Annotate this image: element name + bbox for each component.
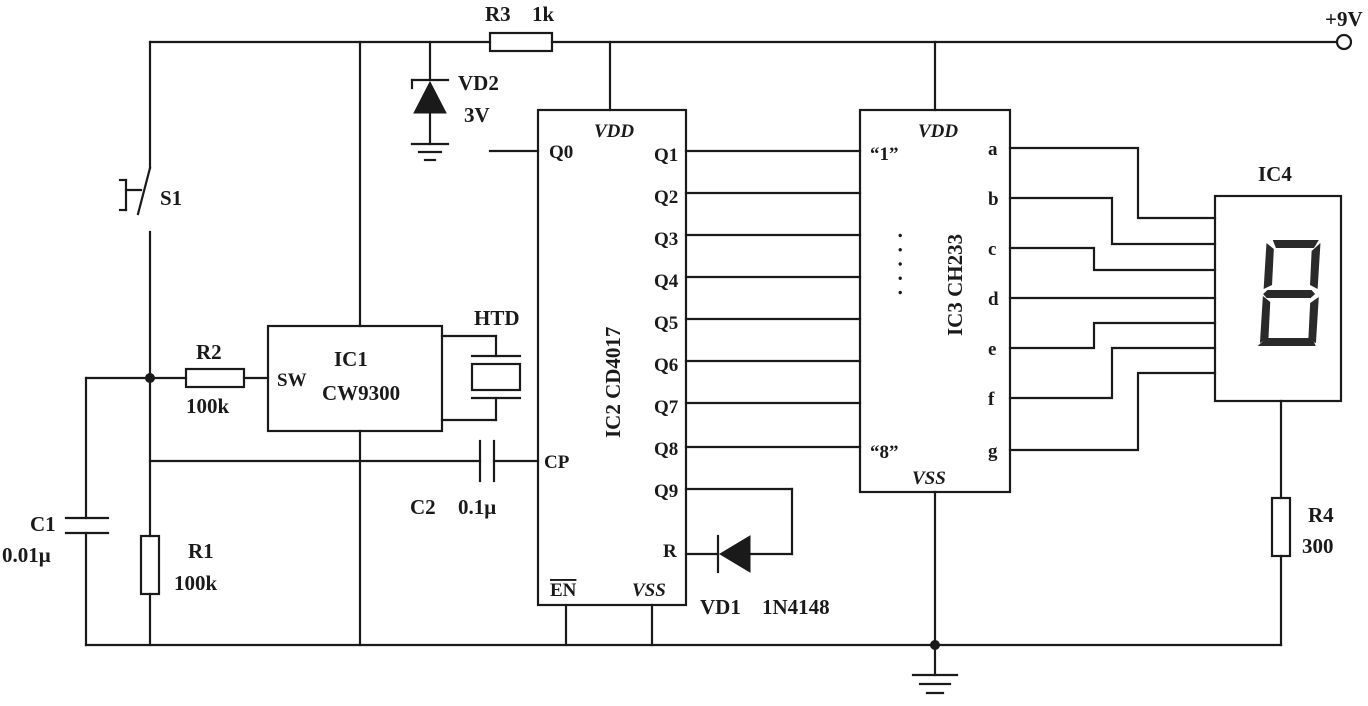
ic1-name: IC1 (334, 347, 368, 371)
r2-value: 100k (186, 394, 230, 418)
ic3-name: IC3 CH233 (943, 234, 967, 336)
htd-name: HTD (474, 306, 520, 330)
output-bus (684, 149, 862, 449)
ic2-q8-label: Q8 (654, 439, 678, 460)
ic3-seg-f-label: f (988, 389, 995, 410)
supply-label: +9V (1325, 7, 1363, 31)
diode-vd1: VD1 1N4148 (684, 487, 830, 619)
ic2-q3-label: Q3 (654, 229, 678, 250)
r3-name: R3 (485, 2, 511, 26)
ic3-seg-c-label: c (988, 239, 996, 260)
c1-value: 0.01μ (2, 543, 51, 567)
ic4-name: IC4 (1258, 162, 1292, 186)
ic2-q7-label: Q7 (654, 397, 679, 418)
ic2-q5-label: Q5 (654, 313, 678, 334)
ic3-dots: · · · · · (888, 232, 912, 297)
ic3-seg-a-label: a (988, 139, 998, 160)
ic3-seg-b-label: b (988, 189, 999, 210)
ic2-q2-label: Q2 (654, 187, 678, 208)
ic3-seg-e-label: e (988, 339, 996, 360)
resistor-r1: R1 100k (139, 534, 218, 647)
ic2-pin-q0: Q0 (549, 142, 573, 163)
s1-name: S1 (160, 186, 182, 210)
ic1-part: CW9300 (322, 381, 400, 405)
vd1-value: 1N4148 (762, 595, 830, 619)
ic2-q6-label: Q6 (654, 355, 678, 376)
vd2-name: VD2 (458, 71, 499, 95)
ic3-seg-d-label: d (988, 289, 999, 310)
ground-rail (84, 640, 1283, 650)
ic2-pin-vss: VSS (632, 580, 666, 601)
ic1-pin-sw: SW (277, 370, 307, 391)
seven-segment-digit (1257, 240, 1321, 346)
vd2-value: 3V (464, 103, 490, 127)
ic3-chip: VDD “1” “8” VSS · · · · · IC3 CH233 a b … (858, 40, 1012, 494)
ic2-pin-r: R (663, 541, 677, 562)
r1-name: R1 (188, 539, 214, 563)
ic1-chip: SW IC1 CW9300 (266, 324, 444, 433)
ic2-chip: Q0 VDD CP R EN VSS IC2 CD4017 Q1 Q2 Q3 Q… (488, 40, 688, 607)
ic2-pin-cp: CP (544, 452, 570, 473)
c2-value: 0.1μ (458, 495, 496, 519)
buzzer-htd: HTD (440, 306, 522, 422)
resistor-r3: R3 1k (485, 2, 555, 53)
ic2-pin-vdd: VDD (594, 121, 634, 142)
ic4-display: IC4 (1213, 162, 1343, 403)
switch-s1: S1 (118, 40, 182, 380)
resistor-r4: R4 300 (1270, 399, 1334, 647)
capacitor-c1: C1 0.01μ (2, 376, 110, 647)
resistor-r2: R2 100k (184, 340, 270, 418)
segment-bus (1008, 146, 1217, 452)
r3-value: 1k (532, 2, 555, 26)
ic2-name: IC2 CD4017 (601, 327, 625, 438)
zener-vd2: VD2 3V (410, 40, 499, 162)
ic2-q4-label: Q4 (654, 271, 679, 292)
ic2-pin-en: EN (550, 580, 577, 601)
c2-name: C2 (410, 495, 436, 519)
r1-value: 100k (174, 571, 218, 595)
supply-terminal (1335, 33, 1353, 51)
r4-name: R4 (1308, 503, 1334, 527)
ic3-pin-vdd: VDD (918, 121, 958, 142)
capacitor-c2: C2 0.1μ (148, 439, 540, 519)
ic3-pin-vss: VSS (912, 468, 946, 489)
ic3-seg-g-label: g (988, 441, 998, 462)
ic2-q1-label: Q1 (654, 145, 678, 166)
ic3-input-last: “8” (870, 442, 899, 463)
ic3-input-first: “1” (870, 144, 899, 165)
r2-name: R2 (196, 340, 222, 364)
ic2-q9-label: Q9 (654, 481, 678, 502)
c1-name: C1 (30, 512, 56, 536)
r4-value: 300 (1302, 534, 1334, 558)
vd1-name: VD1 (700, 595, 741, 619)
supply-rail: +9V (148, 7, 1363, 51)
